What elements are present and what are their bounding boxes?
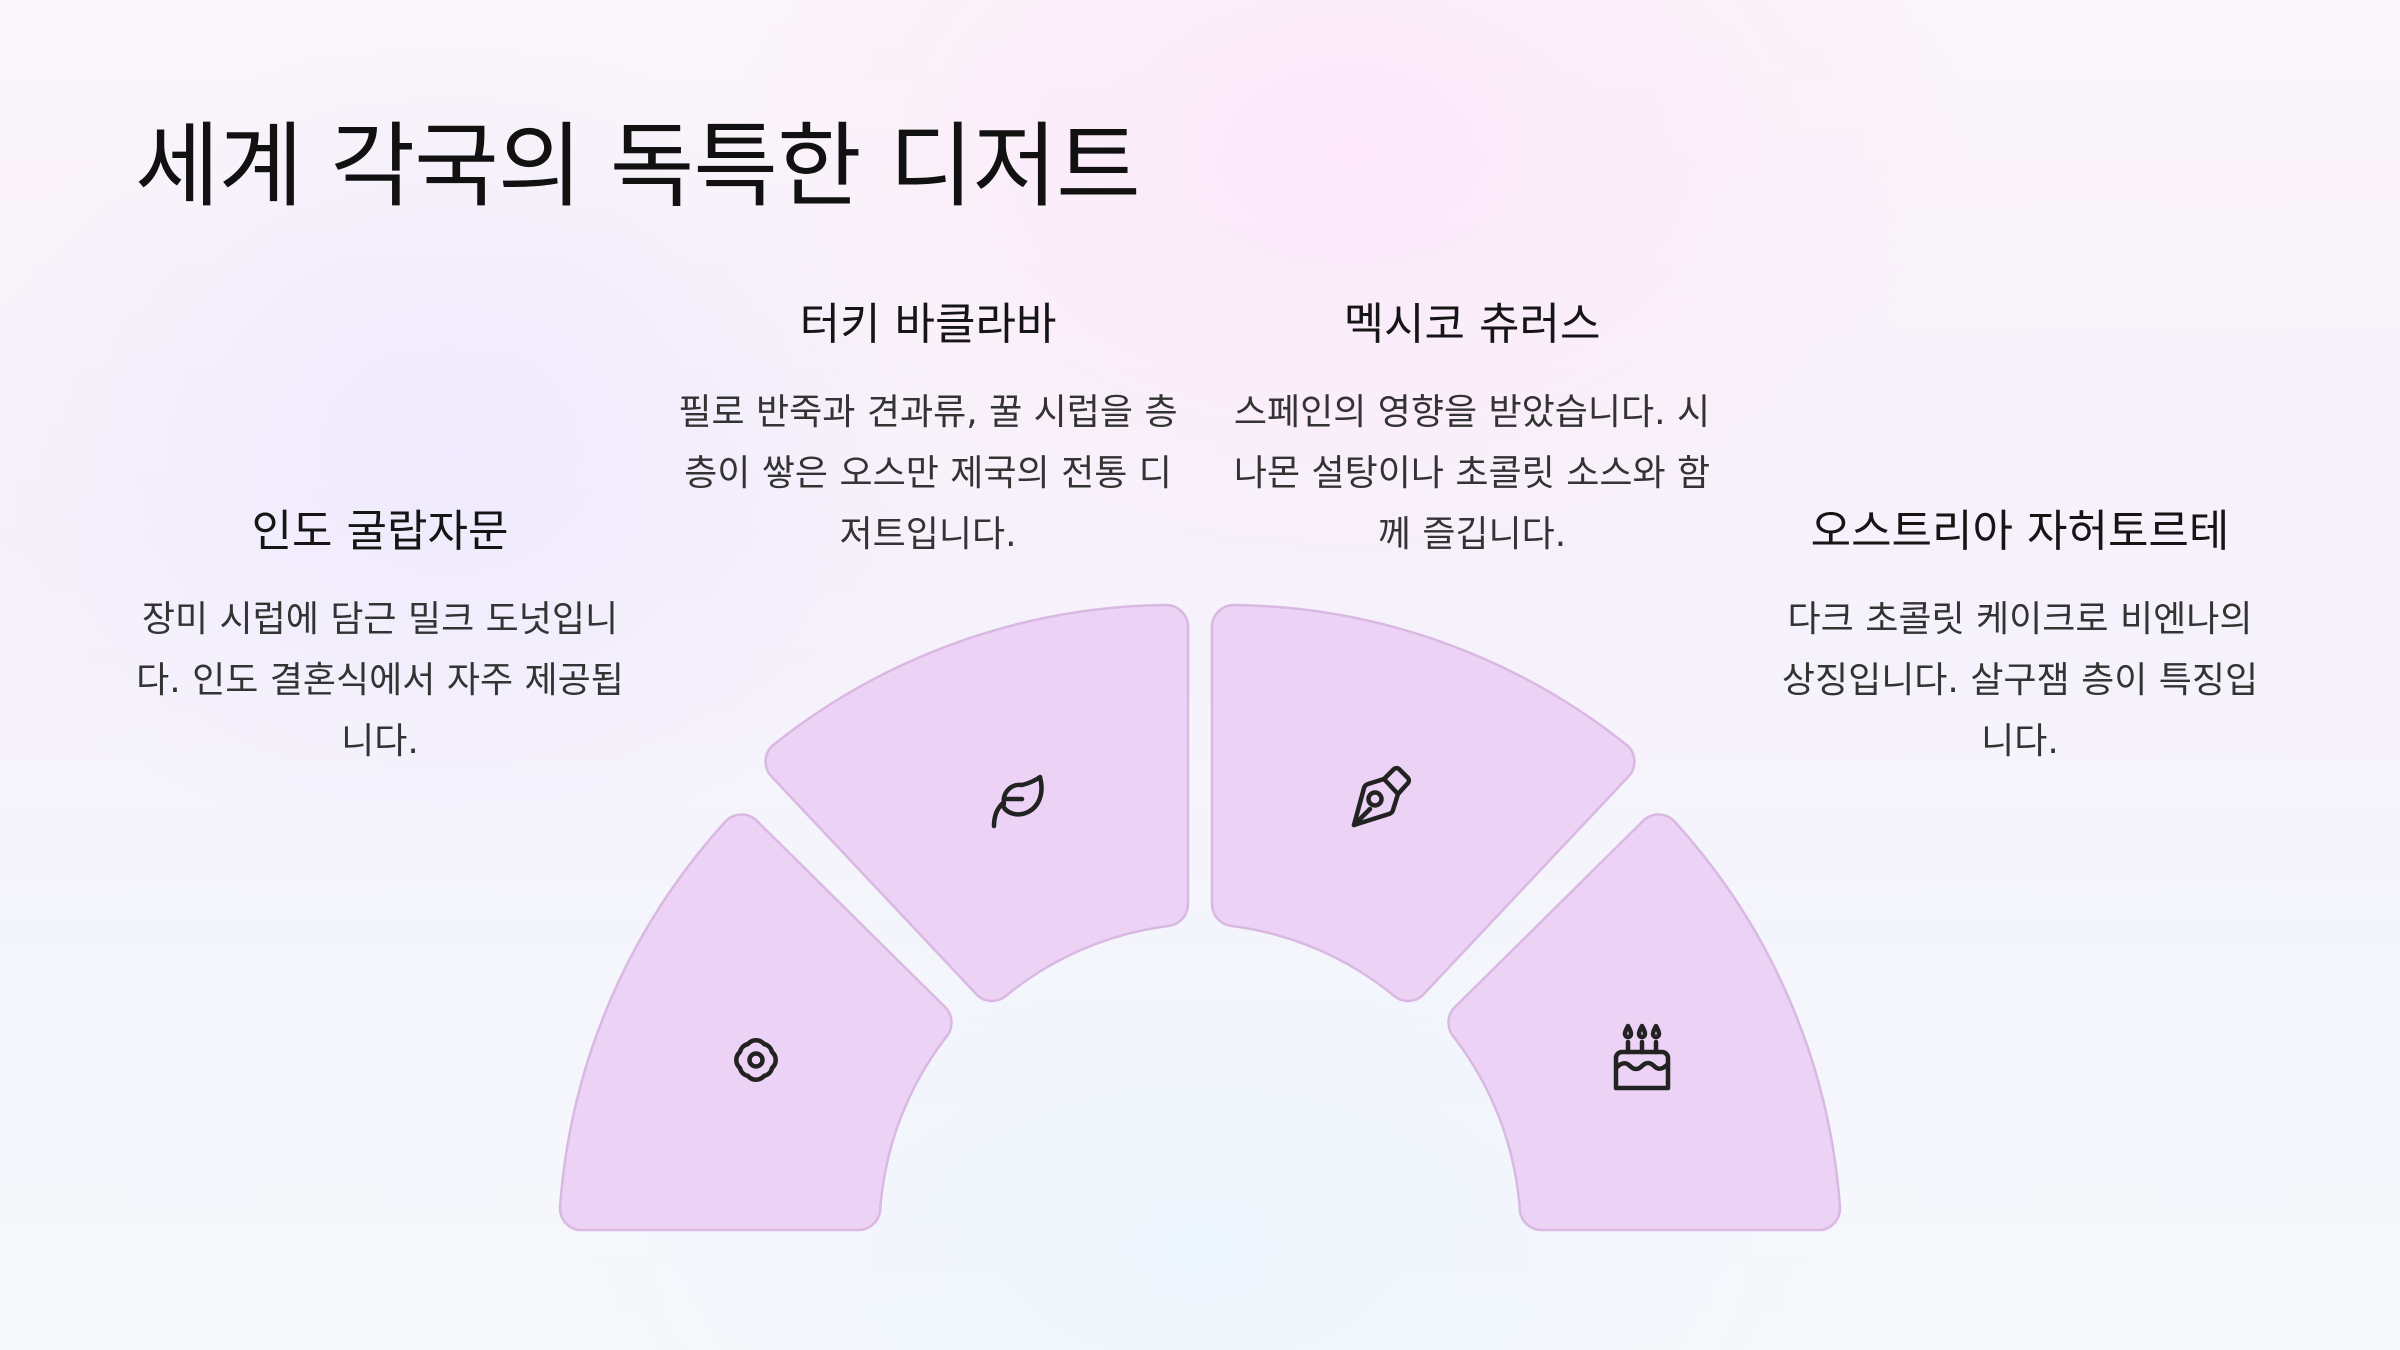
dessert-item-india: 인도 굴랍자문 장미 시럽에 담근 밀크 도넛입니다. 인도 결혼식에서 자주 …: [130, 495, 630, 772]
segment-india: [558, 813, 953, 1232]
pen-nib-icon: [1351, 765, 1412, 828]
item-description: 장미 시럽에 담근 밀크 도넛입니다. 인도 결혼식에서 자주 제공됩니다.: [136, 599, 624, 762]
page-title: 세계 각국의 독특한 디저트: [135, 113, 1141, 220]
item-description: 다크 초콜릿 케이크로 비엔나의 상징입니다. 살구잼 층이 특징입니다.: [1781, 599, 2259, 762]
segment-mexico: [1210, 603, 1636, 1003]
item-title: 인도 굴랍자문: [251, 506, 509, 557]
birthday-cake-icon: [1613, 1023, 1671, 1091]
flower-icon: [734, 1038, 778, 1082]
dessert-item-austria: 오스트리아 자허토르테 다크 초콜릿 케이크로 비엔나의 상징입니다. 살구잼 …: [1770, 495, 2270, 772]
item-title: 멕시코 츄러스: [1343, 299, 1601, 350]
item-title: 터키 바클라바: [799, 299, 1057, 350]
item-description: 필로 반죽과 견과류, 꿀 시럽을 층층이 쌓은 오스만 제국의 전통 디저트입…: [678, 392, 1178, 555]
segment-austria: [1447, 813, 1842, 1232]
dessert-item-mexico: 멕시코 츄러스 스페인의 영향을 받았습니다. 시나몬 설탕이나 초콜릿 소스와…: [1222, 288, 1722, 565]
dessert-item-turkey: 터키 바클라바 필로 반죽과 견과류, 꿀 시럽을 층층이 쌓은 오스만 제국의…: [678, 288, 1178, 565]
item-description: 스페인의 영향을 받았습니다. 시나몬 설탕이나 초콜릿 소스와 함께 즐깁니다…: [1233, 392, 1711, 555]
ring-segments: [558, 603, 1842, 1232]
segment-turkey: [764, 603, 1190, 1003]
leaf-icon: [991, 774, 1044, 829]
item-title: 오스트리아 자허토르테: [1810, 506, 2230, 557]
